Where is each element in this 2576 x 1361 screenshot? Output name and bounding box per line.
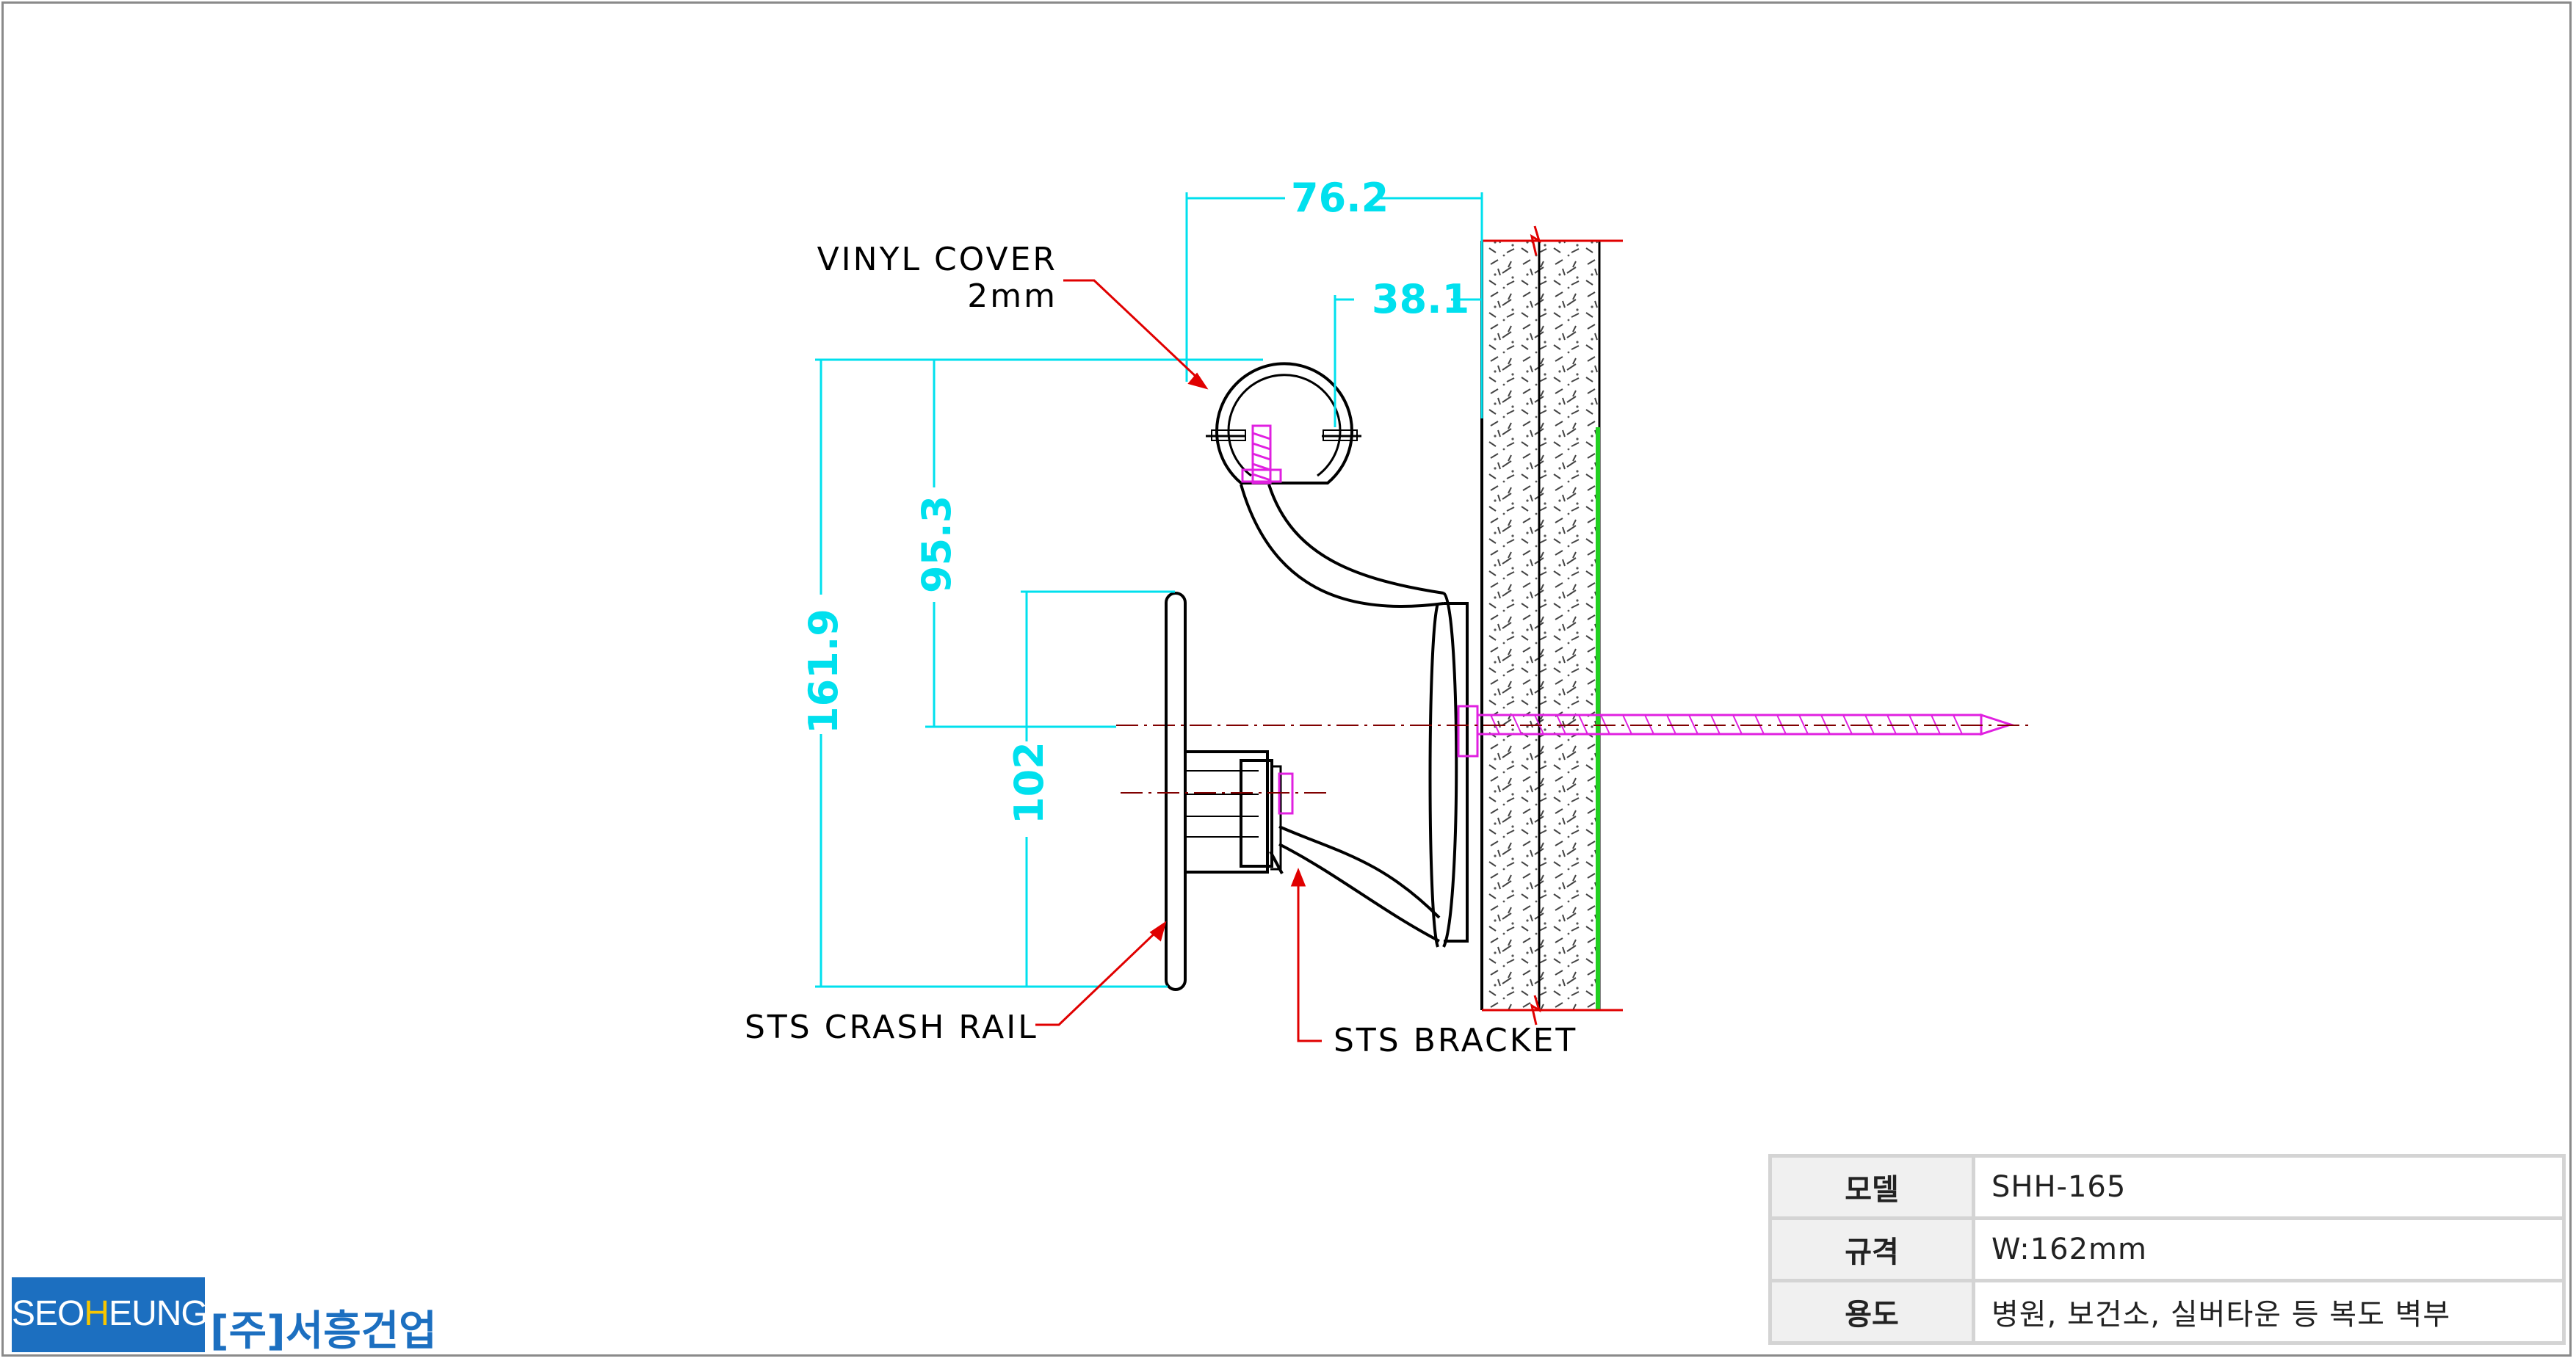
wall-section: [1480, 225, 1623, 1026]
spec-value-usage: 병원, 보건소, 실버타운 등 복도 벽부: [1972, 1279, 2566, 1345]
spec-row: 용도 병원, 보건소, 실버타운 등 복도 벽부: [1768, 1279, 2566, 1345]
spec-value-size: W:162mm: [1972, 1216, 2566, 1282]
spec-value-model: SHH-165: [1972, 1154, 2566, 1220]
logo-text-pre: SEO: [12, 1294, 84, 1333]
dimension-height-total: 161.9: [800, 609, 847, 734]
logo-text-highlight: H: [84, 1294, 109, 1333]
dimension-width-half: 38.1: [1372, 276, 1469, 322]
spec-table: 모델 SHH-165 규격 W:162mm 용도 병원, 보건소, 실버타운 등…: [1768, 1154, 2566, 1345]
logo-text-post: EUNG: [109, 1294, 209, 1333]
dimension-width-total: 76.2: [1291, 175, 1389, 221]
callout-vinyl-thickness: 2mm: [967, 277, 1057, 315]
sts-crash-rail: [1165, 592, 1282, 991]
rail-screw: [1241, 424, 1282, 484]
callout-vinyl-cover: VINYL COVER: [817, 241, 1057, 278]
seoheung-logo: SEOHEUNG: [12, 1277, 209, 1352]
vinyl-cover-handrail: [1206, 362, 1361, 484]
leader-lines: [1035, 279, 1322, 1042]
company-name: [주]서흥건업: [210, 1307, 437, 1355]
spec-row: 규격 W:162mm: [1768, 1216, 2566, 1282]
sts-bracket: [1240, 484, 1469, 948]
spec-key-size: 규격: [1768, 1216, 1975, 1282]
callout-crash-rail: STS CRASH RAIL: [745, 1009, 1038, 1046]
callout-bracket: STS BRACKET: [1334, 1022, 1577, 1059]
anchor-screw: [1116, 705, 2034, 758]
dimension-lines: [815, 192, 1483, 988]
dimension-height-top: 95.3: [913, 496, 960, 593]
spec-key-model: 모델: [1768, 1154, 1975, 1220]
spec-row: 모델 SHH-165: [1768, 1154, 2566, 1220]
spec-key-usage: 용도: [1768, 1279, 1975, 1345]
dimension-height-rail: 102: [1006, 741, 1052, 824]
